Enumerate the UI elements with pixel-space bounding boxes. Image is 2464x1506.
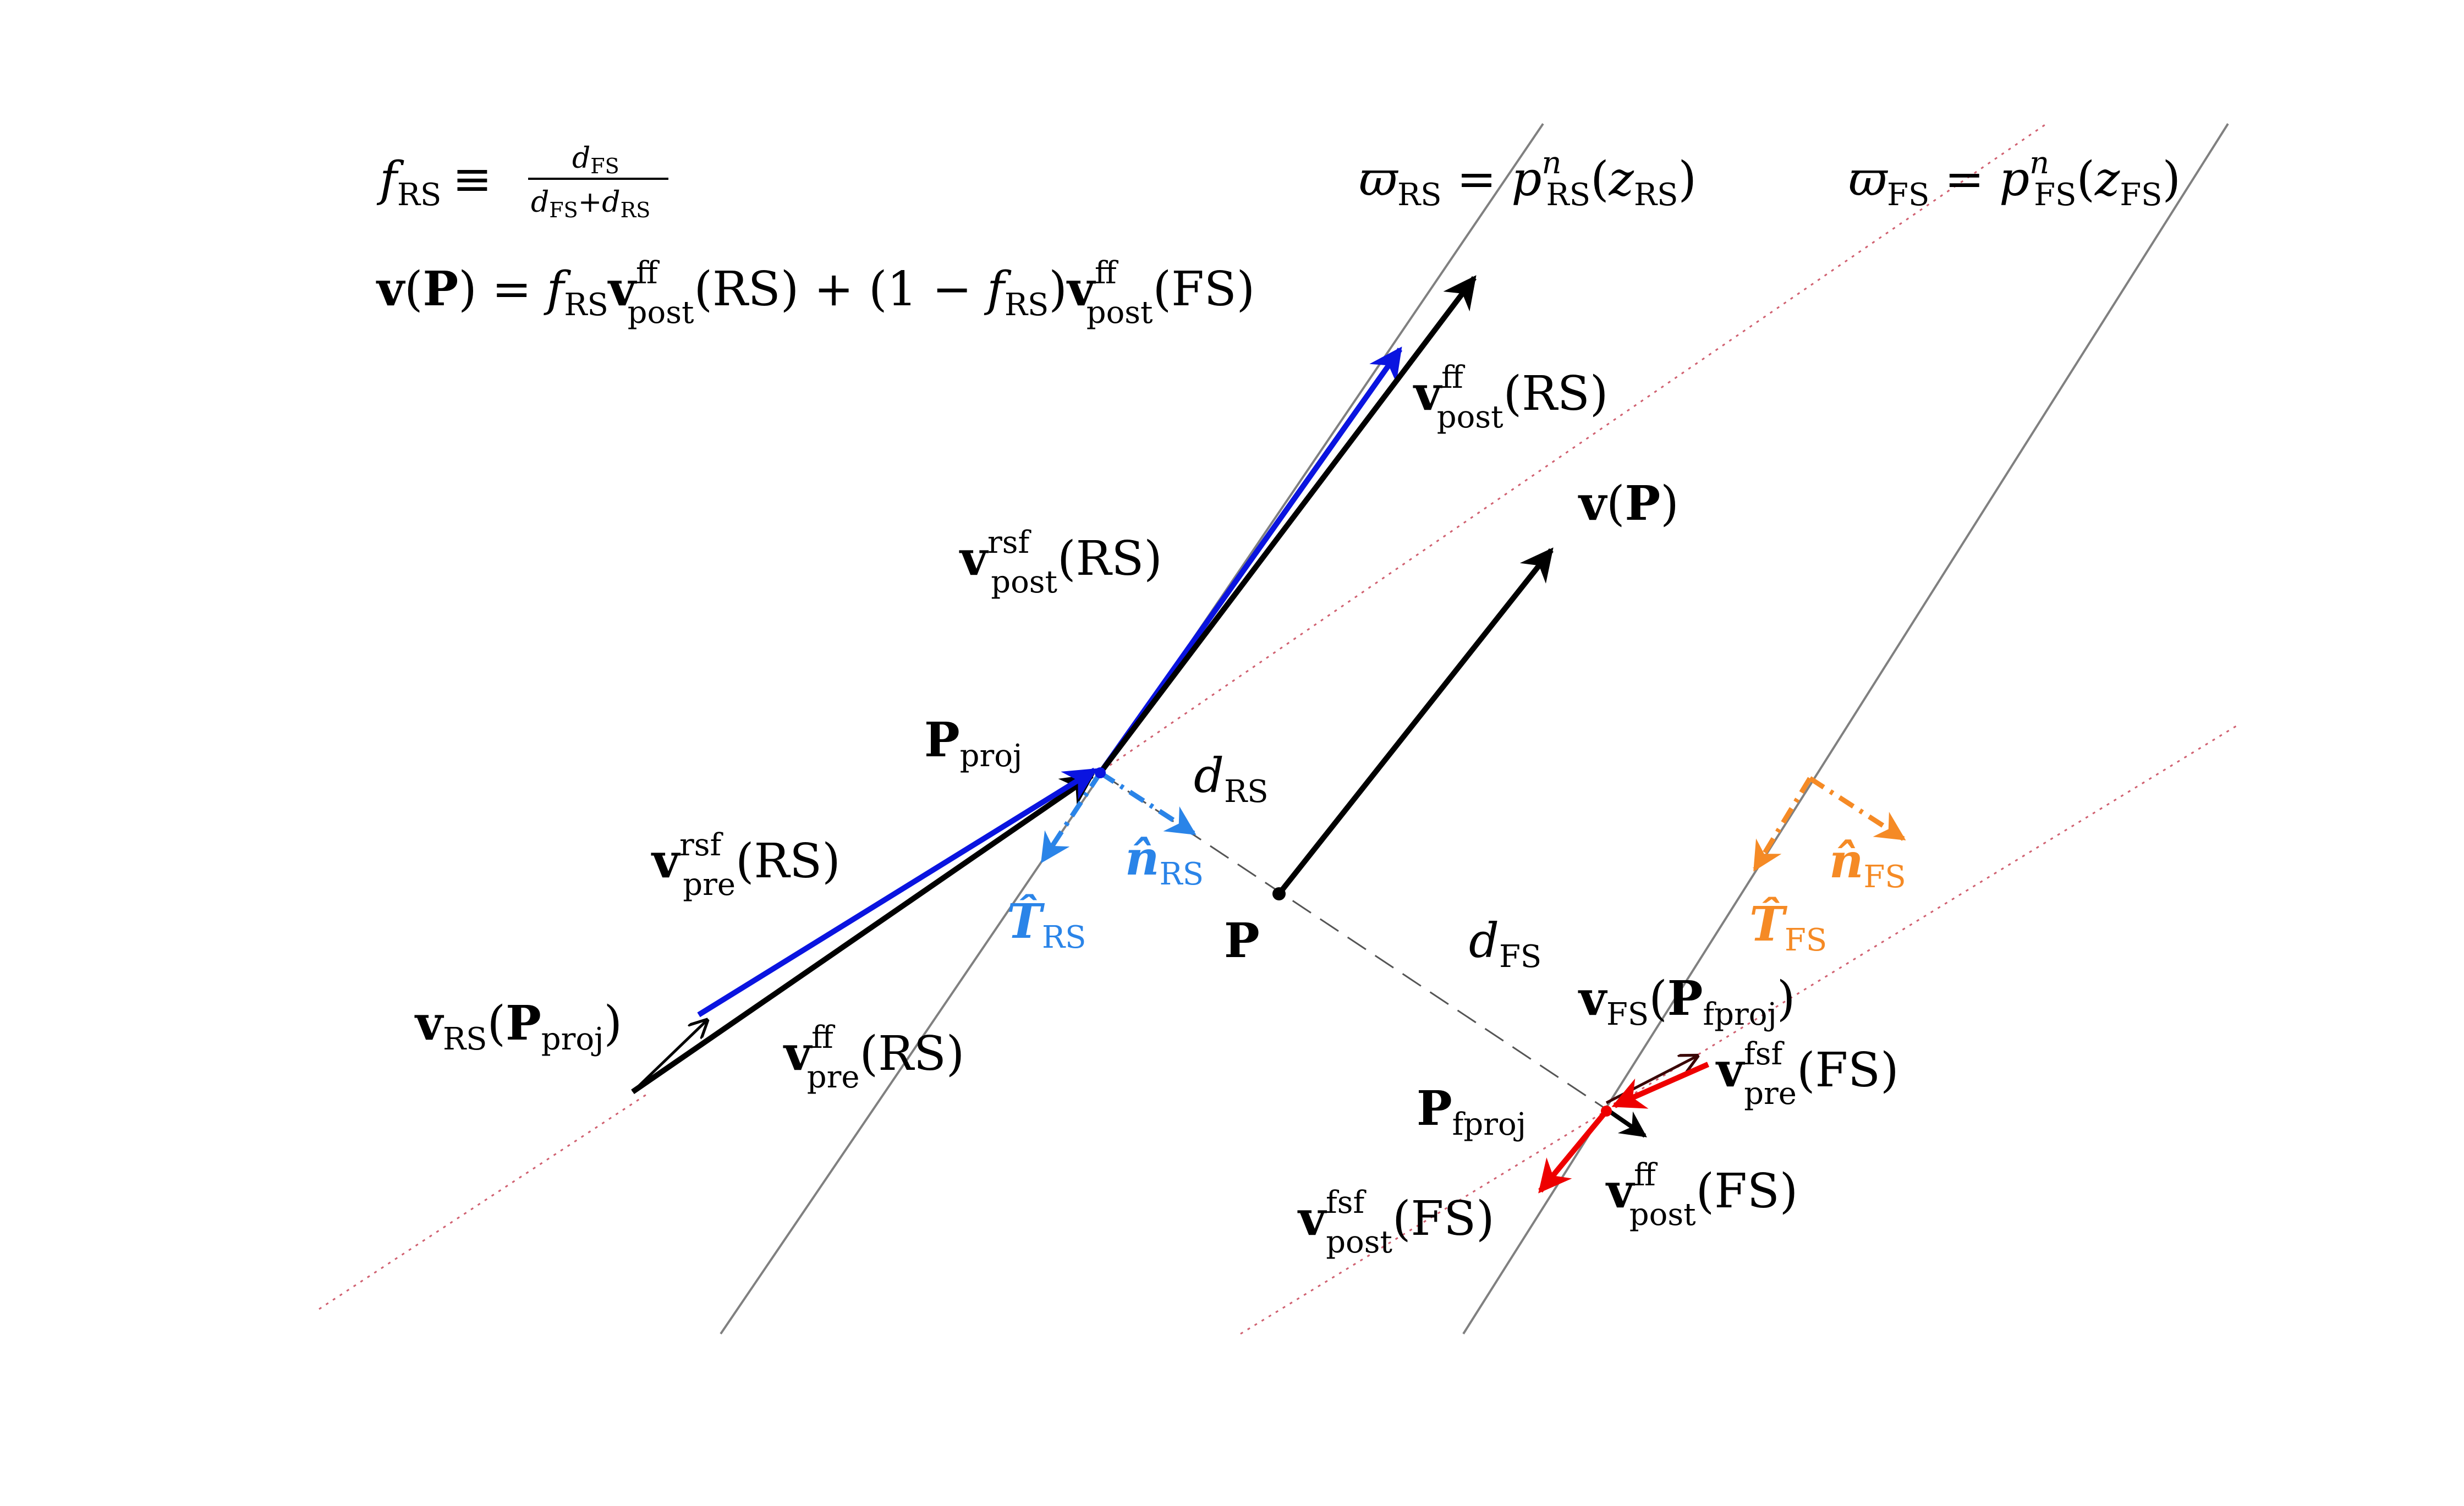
v-post-fsf-fs-arrow [1538,1109,1609,1194]
point-P [1272,887,1286,900]
label-T-hat-fs: T̂FS [1749,897,1827,958]
label-n-hat-fs: n̂FS [1829,833,1906,895]
label-P-proj: Pproj [924,712,1022,774]
label-d-fs: dFS [1469,914,1541,975]
v-pre-fsf-fs-arrow [1611,1062,1710,1109]
v-P-arrow [1277,547,1554,896]
v-pre-ff-rs-arrow [631,773,1095,1095]
label-P: P [1224,913,1260,969]
v-post-ff-fs-arrow [1607,1109,1647,1138]
label-P-fproj: Pfproj [1417,1081,1526,1142]
point-P-proj [1095,767,1106,778]
v-rs-pproj-arrow [632,1020,707,1093]
label-d-rs: dRS [1194,749,1269,810]
v-post-ff-rs-arrow [1098,275,1477,775]
rs-dotted-line-lower [319,1093,647,1310]
point-P-fproj [1601,1106,1612,1117]
label-v-P: v(P) [1578,476,1679,531]
rs-dotted-line-upper [1102,123,2047,771]
t-hat-fs-arrow [1753,777,1812,872]
svg-text:dFS+dRS: dFS+dRS [531,186,650,222]
label-v-fs-pfproj: vFS(Pfproj) [1578,971,1795,1032]
label-T-hat-rs: T̂RS [1007,894,1086,955]
v-fs-pfproj-arrow [1605,1056,1697,1104]
svg-text:dFS: dFS [572,142,619,178]
formula-f-rs: fRS≡ dFS dFS+dRS [376,142,668,222]
n-hat-fs-arrow [1808,776,1906,841]
label-v-rs-pproj: vRS(Pproj) [414,996,622,1057]
fs-fault-line [1462,123,2229,1335]
label-n-hat-rs: n̂RS [1125,831,1204,892]
v-pre-rsf-rs-arrow [697,767,1098,1018]
svg-text:fRS≡: fRS≡ [376,152,492,213]
